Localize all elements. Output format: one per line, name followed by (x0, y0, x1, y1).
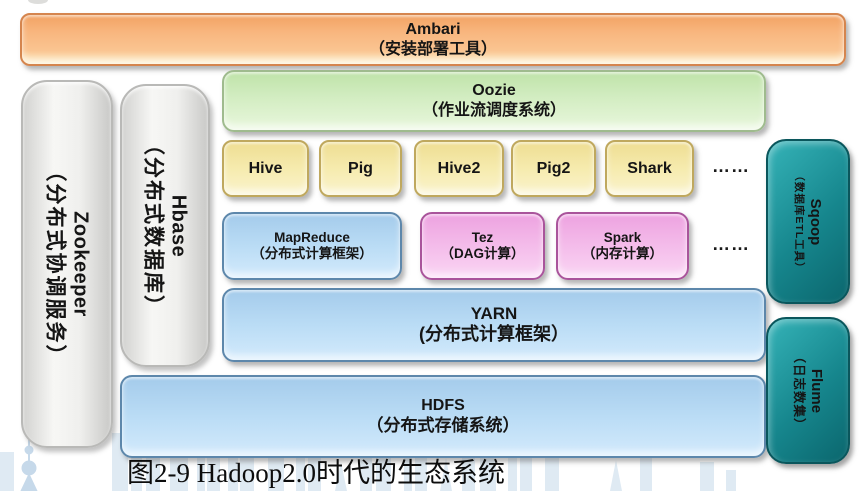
compute-box-spark: Spark （内存计算） (556, 212, 689, 280)
yarn-box: YARN (分布式计算框架） (222, 288, 766, 362)
sqoop-desc: （数据库ETL工具） (793, 169, 806, 274)
tools-ellipsis: …… (712, 155, 750, 176)
compute-ellipsis: …… (712, 233, 750, 254)
tool-label: Hive2 (437, 159, 481, 177)
flume-desc: （日志数集） (792, 349, 807, 432)
oozie-name: Oozie (472, 82, 516, 100)
hdfs-box: HDFS （分布式存储系统） (120, 375, 766, 458)
compute-box-mapreduce: MapReduce （分布式计算框架） (222, 212, 402, 280)
hbase-name: Hbase (167, 194, 190, 257)
ambari-name: Ambari (405, 20, 461, 38)
yarn-name: YARN (470, 303, 518, 323)
tool-box-pig: Pig (319, 140, 402, 197)
hbase-label: Hbase （分布式数据库） (139, 134, 190, 318)
compute-name: Spark (603, 229, 642, 245)
zookeeper-desc: （分布式协调服务） (43, 160, 67, 368)
tool-label: Pig2 (536, 159, 571, 177)
hbase-desc: （分布式数据库） (141, 133, 165, 318)
sqoop-label: Sqoop （数据库ETL工具） (792, 170, 824, 273)
sqoop-box: Sqoop （数据库ETL工具） (766, 139, 850, 304)
flume-name: Flume (808, 368, 826, 413)
zookeeper-name: Zookeeper (69, 211, 92, 317)
figure-caption: 图2-9 Hadoop2.0时代的生态系统 (127, 458, 505, 488)
tool-box-hive: Hive (222, 140, 309, 197)
tool-label: Pig (348, 159, 373, 177)
zookeeper-label: Zookeeper （分布式协调服务） (41, 161, 92, 368)
compute-name: Tez (471, 229, 494, 245)
tool-label: Shark (627, 159, 672, 177)
hbase-box: Hbase （分布式数据库） (120, 84, 210, 367)
tool-box-hive2: Hive2 (414, 140, 504, 197)
oozie-desc: （作业流调度系统） (421, 102, 566, 119)
hdfs-name: HDFS (421, 397, 465, 415)
sqoop-name: Sqoop (806, 198, 824, 245)
tool-box-shark: Shark (605, 140, 694, 197)
ambari-box: Ambari （安装部署工具） (20, 13, 846, 66)
oozie-box: Oozie （作业流调度系统） (222, 70, 766, 132)
hdfs-desc: （分布式存储系统） (366, 415, 520, 435)
ambari-desc: （安装部署工具） (368, 40, 497, 58)
flume-label: Flume （日志数集） (791, 350, 825, 431)
compute-desc: （分布式计算框架） (251, 246, 373, 261)
tool-box-pig2: Pig2 (511, 140, 596, 197)
compute-desc: （DAG计算） (440, 246, 525, 261)
compute-name: MapReduce (274, 229, 350, 245)
compute-desc: （内存计算） (582, 246, 663, 261)
yarn-desc: (分布式计算框架） (419, 324, 569, 345)
flume-box: Flume （日志数集） (766, 317, 850, 464)
tool-label: Hive (248, 159, 283, 177)
compute-box-tez: Tez （DAG计算） (420, 212, 545, 280)
zookeeper-box: Zookeeper （分布式协调服务） (21, 80, 113, 448)
